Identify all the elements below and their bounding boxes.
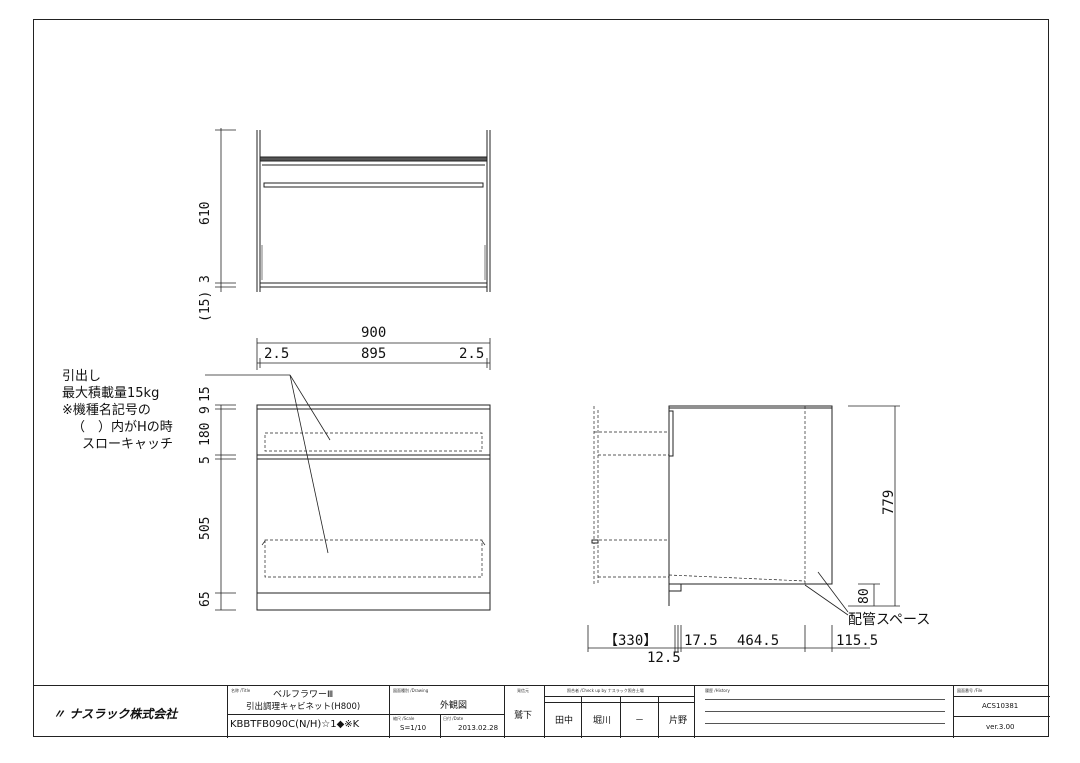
dim-65: 65 <box>198 591 213 607</box>
drawing-type-caption: 図面種別 /Drawing <box>393 688 429 693</box>
dim-900: 900 <box>361 325 387 341</box>
front-view-dim-lines <box>215 404 236 611</box>
drawing-sheet <box>33 19 1049 737</box>
person-1: 田中 <box>555 716 574 726</box>
dim-2-5-left: 2.5 <box>264 346 290 362</box>
name-caption: 名称 /Title <box>231 688 251 693</box>
sender-caption: 発信元 <box>517 688 529 693</box>
drawing-type-cell: 図面種別 /Drawing 外観図 縮尺 /Scale S=1/10 日付 /D… <box>389 686 505 738</box>
check-cell: 照合者 /Check up by ナスラック照合土場 田中 堀川 － 片野 <box>544 686 695 738</box>
note-line: 引出し <box>62 369 102 384</box>
dim-5: 5 <box>198 456 213 464</box>
width-dim-lines <box>256 338 491 370</box>
title-block: 〃 ナスラック株式会社 名称 /Title ベルフラワーⅢ 引出調理キャビネット… <box>33 685 1050 738</box>
side-view-dim-lines <box>587 405 900 652</box>
version: ver.3.00 <box>986 723 1015 731</box>
front-view-cabinet <box>256 404 491 611</box>
dim-464-5: 464.5 <box>737 633 780 649</box>
dim-15: 15 <box>198 386 213 402</box>
dim-12-5: 12.5 <box>647 650 681 666</box>
product-name: 引出調理キャビネット(H800) <box>246 702 361 712</box>
dim-3: 3 <box>198 275 213 283</box>
model-number: KBBTFB090C(N/H)☆1◆※K <box>230 719 360 730</box>
dim-505: 505 <box>198 516 213 540</box>
scale: S=1/10 <box>400 724 427 732</box>
dim-330: 【330】 <box>604 633 658 649</box>
drawer-note: 引出し 最大積載量15kg ※機種名記号の （ ）内がHの時 スローキャッチ <box>62 368 173 453</box>
company-name: ナスラック株式会社 <box>69 707 178 721</box>
note-line: スローキャッチ <box>82 437 174 452</box>
name-cell: 名称 /Title ベルフラワーⅢ 引出調理キャビネット(H800) KBBTF… <box>227 686 390 738</box>
dim-610: 610 <box>198 201 213 225</box>
check-caption: 照合者 /Check up by ナスラック照合土場 <box>567 688 644 693</box>
date-caption: 日付 /Date <box>443 716 464 721</box>
dim-15-paren: (15) <box>198 290 213 322</box>
sender-cell: 発信元 鷲下 <box>504 686 544 738</box>
note-leader-lines <box>205 374 331 554</box>
person-3: － <box>635 716 645 726</box>
side-view-cabinet <box>591 405 833 606</box>
dim-895: 895 <box>361 346 387 362</box>
file-cell: 図面番号 /File ACS10381 ver.3.00 <box>953 686 1050 738</box>
dim-9: 9 <box>198 406 213 414</box>
company-logo: 〃 ナスラック株式会社 <box>53 705 177 722</box>
top-view-dim-lines <box>215 128 236 292</box>
date: 2013.02.28 <box>458 724 499 732</box>
note-line: ※機種名記号の <box>62 403 151 418</box>
top-view-cabinet <box>256 130 491 292</box>
history-cell: 履歴 /History <box>694 686 953 738</box>
piping-space-note: 配管スペース <box>848 612 931 628</box>
drawing-type: 外観図 <box>440 701 468 711</box>
sender: 鷲下 <box>514 711 533 721</box>
series-name: ベルフラワーⅢ <box>273 690 334 700</box>
scale-caption: 縮尺 /Scale <box>393 716 415 721</box>
person-2: 堀川 <box>593 716 612 726</box>
file-number: ACS10381 <box>982 702 1019 710</box>
history-caption: 履歴 /History <box>705 688 730 693</box>
dim-115-5: 115.5 <box>836 633 879 649</box>
dim-2-5-right: 2.5 <box>459 346 485 362</box>
swoosh-icon: 〃 <box>53 707 66 721</box>
note-line: 最大積載量15kg <box>62 386 160 401</box>
dim-779: 779 <box>881 489 897 515</box>
file-caption: 図面番号 /File <box>957 688 983 693</box>
dim-80: 80 <box>857 588 872 604</box>
note-line: （ ）内がHの時 <box>72 420 173 435</box>
person-4: 片野 <box>669 716 688 726</box>
dim-17-5: 17.5 <box>684 633 718 649</box>
dim-180: 180 <box>198 422 213 446</box>
